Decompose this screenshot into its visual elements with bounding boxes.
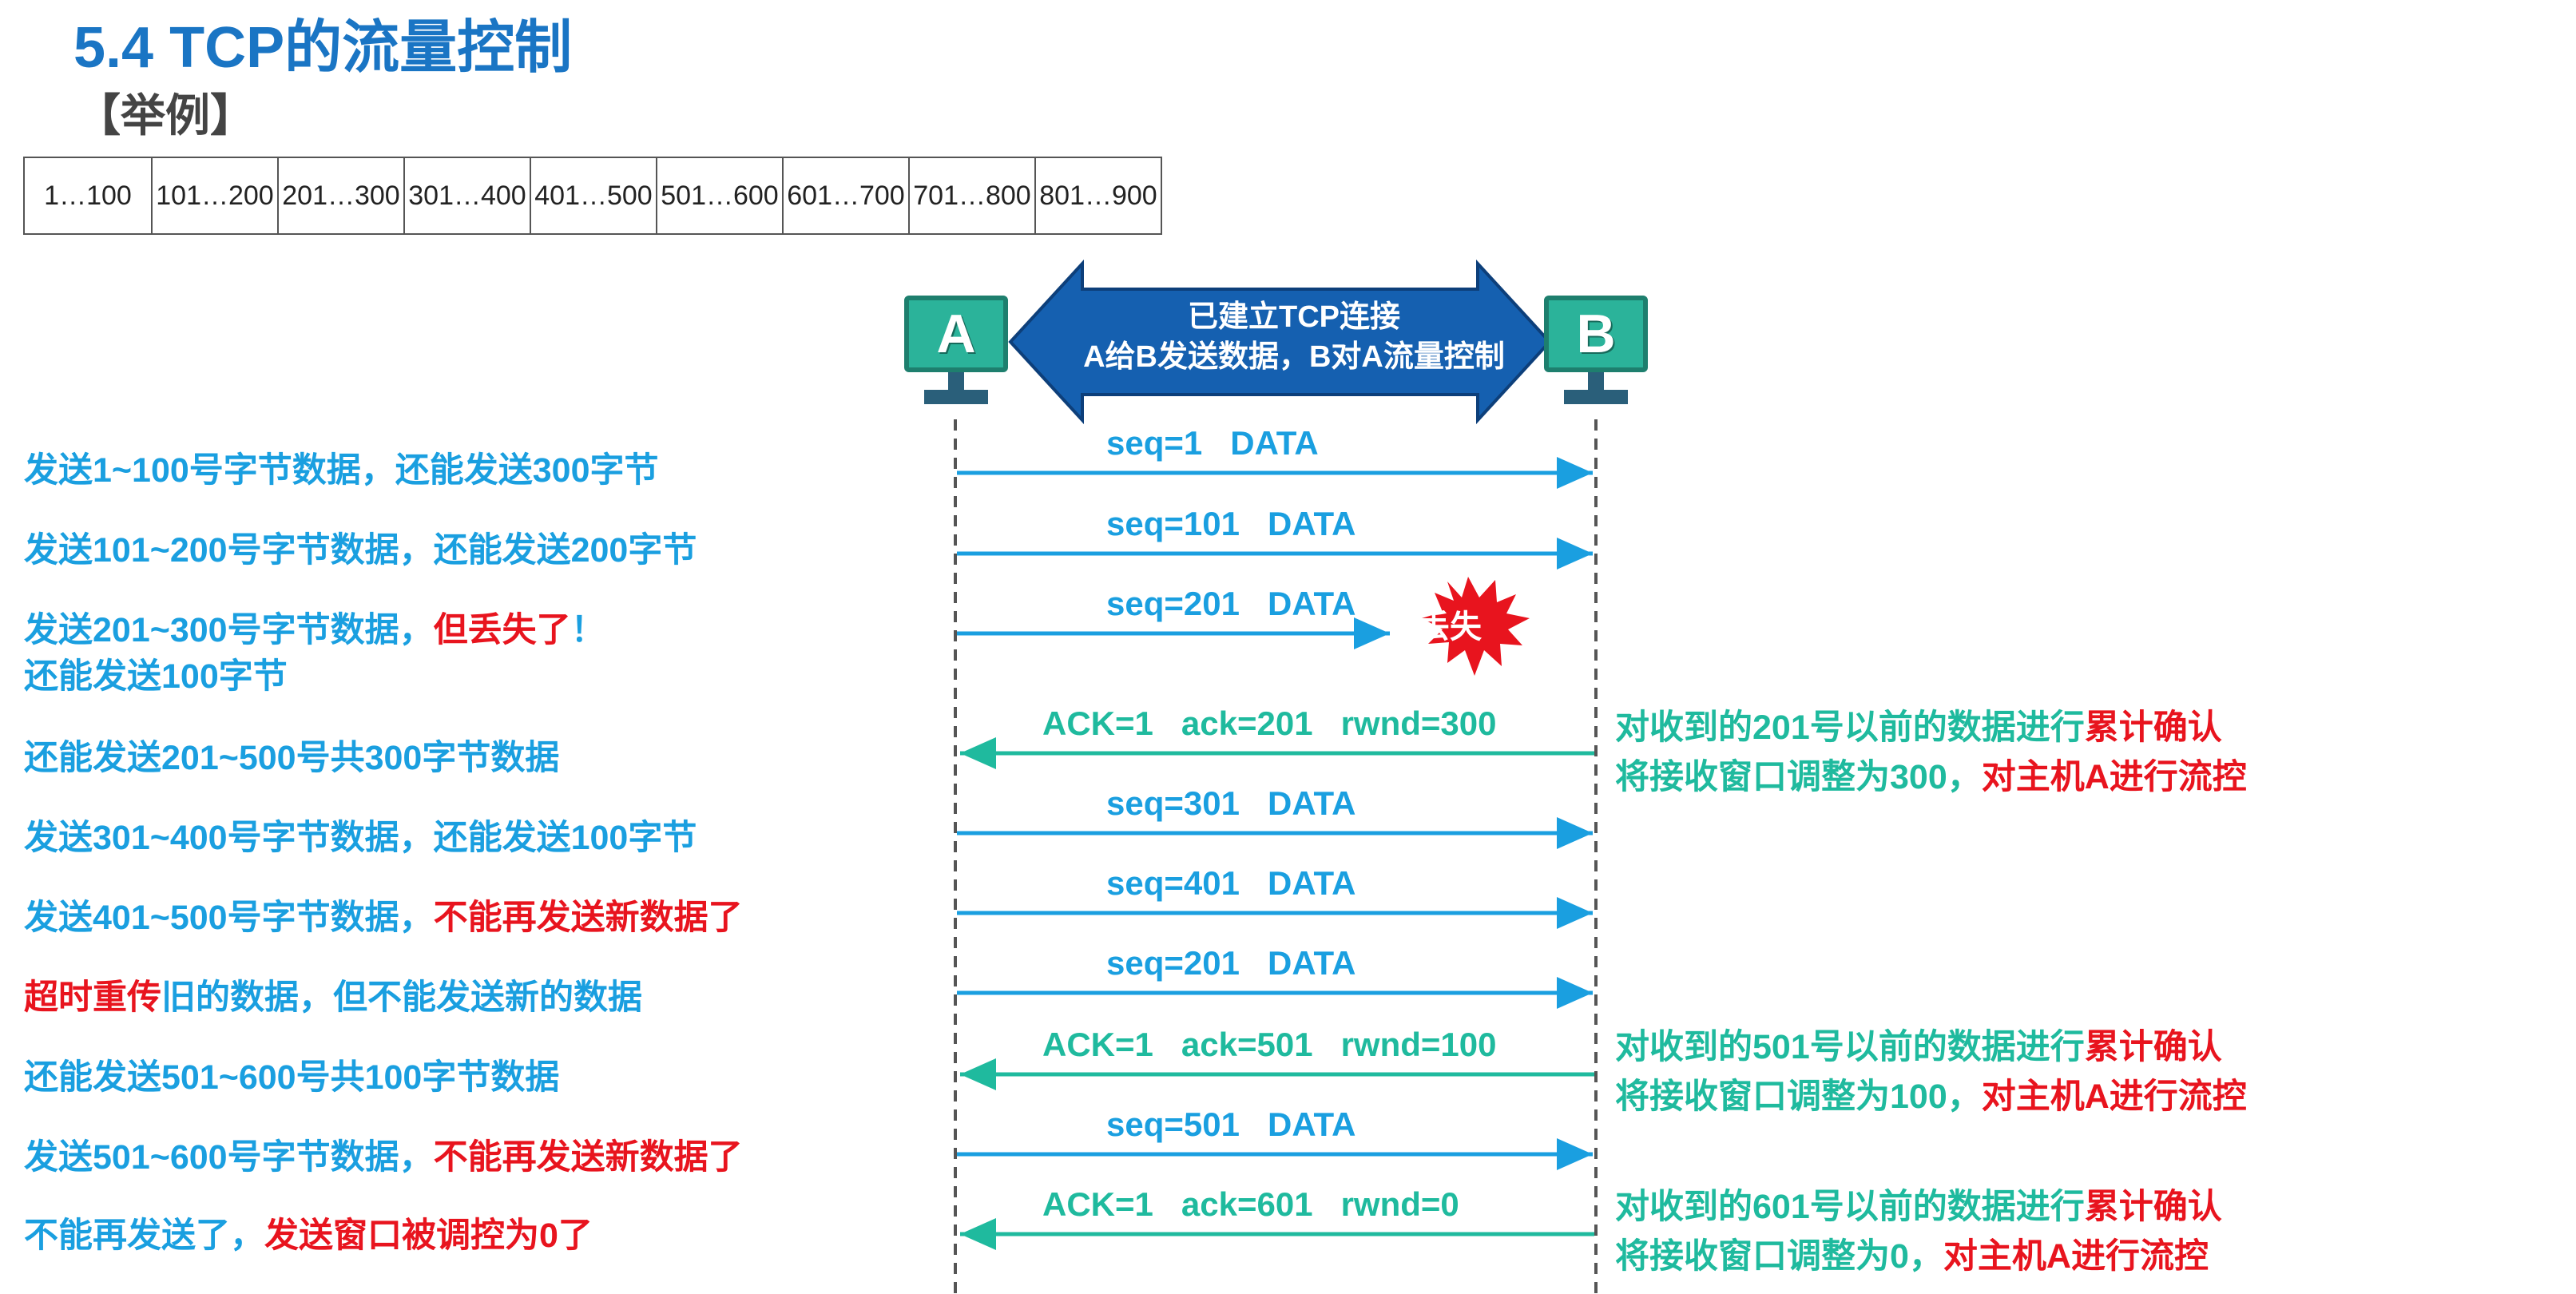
receiver-note-line: 对收到的601号以前的数据进行累计确认	[1615, 1182, 2222, 1232]
receiver-note-line: 对收到的501号以前的数据进行累计确认	[1615, 1022, 2247, 1072]
text-segment: 发送501~600号字节数据，	[24, 1138, 434, 1177]
text-segment: 累计确认	[2084, 1028, 2222, 1066]
subtitle: 【举例】	[76, 90, 255, 141]
connection-label: 已建立TCP连接 A给B发送数据，B对A流量控制	[1030, 297, 1558, 377]
byte-range-cell: 401…500	[530, 158, 656, 233]
text-segment: 发送401~500号字节数据，	[24, 899, 434, 937]
text-segment: 不能再发送了，	[24, 1217, 264, 1255]
text-segment: 累计确认	[2084, 709, 2222, 747]
receiver-note-line: 将接收窗口调整为0，对主机A进行流控	[1615, 1232, 2222, 1281]
text-segment: 不能再发送新数据了	[433, 1138, 743, 1177]
byte-range-cell: 201…300	[277, 158, 403, 233]
sender-note: 发送401~500号字节数据，不能再发送新数据了	[24, 895, 743, 941]
text-segment: 发送201~300号字节数据，	[24, 611, 434, 649]
computer-icon: A	[904, 296, 1008, 372]
sender-note: 还能发送201~500号共300字节数据	[24, 735, 559, 781]
seq-label: seq=101 DATA	[1106, 505, 1356, 542]
text-segment: 累计确认	[2084, 1188, 2222, 1226]
byte-range-cell: 701…800	[908, 158, 1034, 233]
text-segment: 发送窗口被调控为0了	[264, 1217, 593, 1255]
seq-label: seq=401 DATA	[1106, 864, 1356, 902]
receiver-note: 对收到的601号以前的数据进行累计确认将接收窗口调整为0，对主机A进行流控	[1615, 1182, 2222, 1281]
sender-note: 发送501~600号字节数据，不能再发送新数据了	[24, 1134, 743, 1181]
seq-label: seq=1 DATA	[1106, 424, 1319, 462]
sender-note: 超时重传旧的数据，但不能发送新的数据	[24, 974, 642, 1021]
lost-burst-icon	[1422, 577, 1530, 676]
text-segment: 将接收窗口调整为100，	[1615, 1078, 1982, 1116]
byte-range-cell: 501…600	[656, 158, 782, 233]
byte-range-cell: 101…200	[151, 158, 277, 233]
text-segment: ！	[570, 611, 605, 649]
page-title: 5.4 TCP的流量控制	[73, 16, 573, 80]
host-a: A	[904, 296, 1008, 407]
text-segment: 对收到的201号以前的数据进行	[1615, 709, 2085, 747]
sender-note: 发送101~200号字节数据，还能发送200字节	[24, 527, 697, 574]
byte-range-cell: 801…900	[1034, 158, 1161, 233]
text-segment: 还能发送100字节	[24, 657, 288, 696]
seq-label: seq=201 DATA	[1106, 585, 1356, 622]
receiver-note-line: 将接收窗口调整为300，对主机A进行流控	[1615, 752, 2247, 802]
text-segment: 对主机A进行流控	[1981, 1078, 2247, 1116]
text-segment: 发送1~100号字节数据，还能发送300字节	[24, 451, 659, 490]
text-segment: 对主机A进行流控	[1981, 758, 2247, 796]
host-b: B	[1544, 296, 1648, 407]
byte-range-cell: 601…700	[782, 158, 908, 233]
sender-note: 还能发送501~600号共100字节数据	[24, 1054, 559, 1101]
byte-range-cell: 1…100	[44, 180, 132, 211]
connection-line1: 已建立TCP连接	[1187, 300, 1400, 334]
text-segment: 不能再发送新数据了	[433, 899, 743, 937]
text-segment: 但丢失了	[433, 611, 571, 649]
seq-label: seq=201 DATA	[1106, 944, 1356, 982]
sender-note: 不能再发送了，发送窗口被调控为0了	[24, 1213, 593, 1259]
text-segment: 对收到的601号以前的数据进行	[1615, 1188, 2085, 1226]
sender-note: 发送1~100号字节数据，还能发送300字节	[24, 447, 659, 494]
lost-label: 丢失	[1418, 609, 1482, 645]
receiver-note: 对收到的201号以前的数据进行累计确认将接收窗口调整为300，对主机A进行流控	[1615, 703, 2247, 802]
text-segment: 发送301~400号字节数据，还能发送100字节	[24, 819, 697, 857]
text-segment: 还能发送201~500号共300字节数据	[24, 739, 560, 777]
sender-note: 发送201~300号字节数据，但丢失了！	[24, 607, 605, 653]
ack-label: ACK=1 ack=501 rwnd=100	[1042, 1026, 1497, 1063]
sender-note: 还能发送100字节	[24, 653, 288, 700]
ack-label: ACK=1 ack=201 rwnd=300	[1042, 705, 1497, 742]
seq-label: seq=501 DATA	[1106, 1105, 1356, 1143]
sender-note: 发送301~400号字节数据，还能发送100字节	[24, 815, 697, 861]
seq-label: seq=301 DATA	[1106, 784, 1356, 822]
connection-line2: A给B发送数据，B对A流量控制	[1083, 340, 1505, 374]
text-segment: 发送101~200号字节数据，还能发送200字节	[24, 531, 697, 570]
byte-range-cell: 301…400	[403, 158, 530, 233]
text-segment: 对主机A进行流控	[1943, 1237, 2209, 1276]
receiver-note-line: 将接收窗口调整为100，对主机A进行流控	[1615, 1072, 2247, 1121]
text-segment: 还能发送501~600号共100字节数据	[24, 1058, 560, 1097]
computer-icon: B	[1544, 296, 1648, 372]
text-segment: 对收到的501号以前的数据进行	[1615, 1028, 2085, 1066]
text-segment: 将接收窗口调整为0，	[1615, 1237, 1943, 1276]
text-segment: 超时重传	[24, 978, 161, 1017]
text-segment: 将接收窗口调整为300，	[1615, 758, 1982, 796]
ack-label: ACK=1 ack=601 rwnd=0	[1042, 1185, 1459, 1223]
receiver-note-line: 对收到的201号以前的数据进行累计确认	[1615, 703, 2247, 752]
receiver-note: 对收到的501号以前的数据进行累计确认将接收窗口调整为100，对主机A进行流控	[1615, 1022, 2247, 1121]
text-segment: 旧的数据，但不能发送新的数据	[161, 978, 642, 1017]
